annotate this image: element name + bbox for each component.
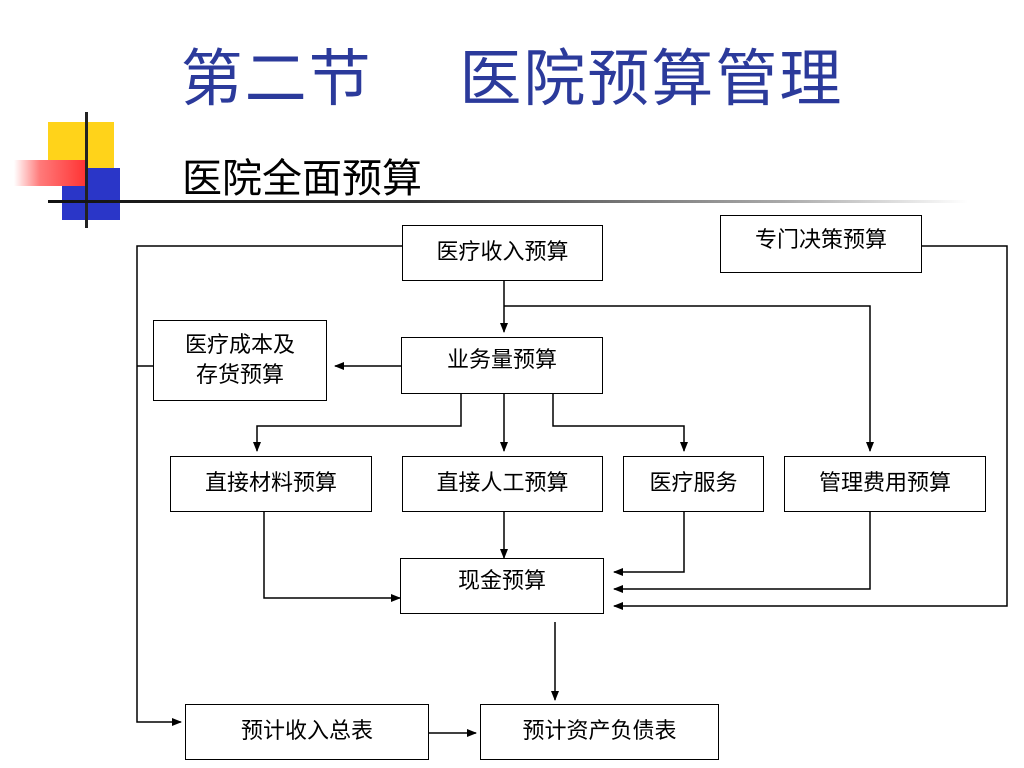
node-admin-expense-budget: 管理费用预算 [784,456,986,512]
node-medical-service: 医疗服务 [623,456,764,512]
arrow-admin-to-cash [613,512,871,593]
slide-subtitle: 医院全面预算 [182,156,422,202]
arrow-material-to-cash [263,512,401,602]
arrow-volume-to-material [253,394,462,452]
node-medical-revenue-budget: 医疗收入预算 [402,225,603,281]
node-cash-budget: 现金预算 [400,558,604,614]
node-direct-material-budget: 直接材料预算 [170,456,372,512]
node-projected-income-statement: 预计收入总表 [185,704,429,760]
node-direct-labor-budget: 直接人工预算 [402,456,603,512]
arrow-revenue-to-admin [504,305,874,452]
arrow-decision-to-cash [613,245,1008,610]
decor-red-bar [14,160,88,186]
arrow-volume-to-service [552,394,688,452]
arrow-service-to-cash [613,512,685,576]
node-medical-cost-inventory-budget: 医疗成本及 存货预算 [153,320,327,401]
node-special-decision-budget: 专门决策预算 [720,215,922,273]
node-business-volume-budget: 业务量预算 [401,337,603,394]
arrow-revenue-to-income [136,245,402,726]
node-projected-balance-sheet: 预计资产负债表 [480,704,719,760]
slide-title: 第二节 医院预算管理 [180,42,844,115]
decor-vertical-line [85,112,88,228]
decor-horizontal-rule [48,200,968,203]
